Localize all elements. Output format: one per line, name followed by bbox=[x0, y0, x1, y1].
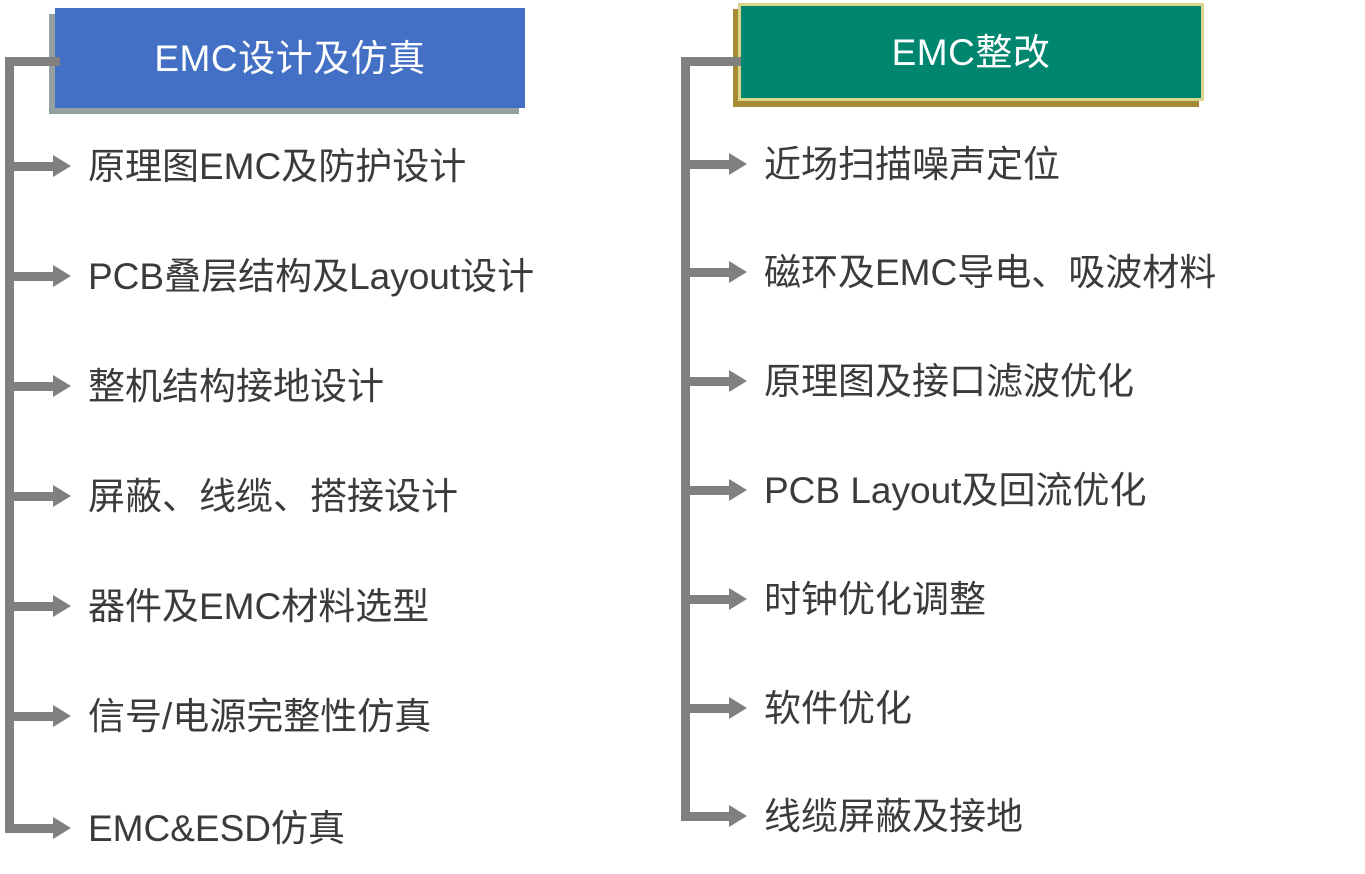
right-trunk-spine bbox=[681, 57, 690, 821]
branch-label: EMC&ESD仿真 bbox=[88, 807, 345, 849]
branch-label: 整机结构接地设计 bbox=[88, 365, 384, 407]
branch-row[interactable]: 整机结构接地设计 bbox=[14, 356, 384, 416]
header-box-emc-design-simulation[interactable]: EMC设计及仿真 bbox=[55, 8, 525, 108]
branch-row[interactable]: PCB Layout及回流优化 bbox=[690, 460, 1146, 520]
branch-label: 屏蔽、线缆、搭接设计 bbox=[88, 475, 458, 517]
branch-row[interactable]: EMC&ESD仿真 bbox=[14, 798, 345, 858]
arrow-right-icon bbox=[14, 161, 54, 171]
branch-row[interactable]: 器件及EMC材料选型 bbox=[14, 576, 429, 636]
header-title-emc-design-simulation: EMC设计及仿真 bbox=[154, 37, 426, 79]
branch-row[interactable]: 原理图及接口滤波优化 bbox=[690, 351, 1134, 411]
header-title-emc-rectification: EMC整改 bbox=[891, 31, 1051, 73]
arrow-right-icon bbox=[690, 485, 730, 495]
arrow-right-icon bbox=[690, 159, 730, 169]
branch-label: 磁环及EMC导电、吸波材料 bbox=[764, 251, 1217, 293]
arrow-right-icon bbox=[14, 491, 54, 501]
branch-row[interactable]: 磁环及EMC导电、吸波材料 bbox=[690, 242, 1216, 302]
left-trunk-elbow bbox=[5, 57, 60, 66]
branch-label: 原理图及接口滤波优化 bbox=[764, 360, 1134, 402]
arrow-right-icon bbox=[690, 703, 730, 713]
branch-label: PCB Layout及回流优化 bbox=[764, 469, 1147, 511]
arrow-right-icon bbox=[690, 267, 730, 277]
branch-label: 信号/电源完整性仿真 bbox=[88, 695, 432, 737]
branch-label: 线缆屏蔽及接地 bbox=[764, 795, 1023, 837]
branch-row[interactable]: 近场扫描噪声定位 bbox=[690, 134, 1060, 194]
arrow-right-icon bbox=[690, 811, 730, 821]
right-trunk-elbow bbox=[681, 57, 741, 66]
branch-row[interactable]: 线缆屏蔽及接地 bbox=[690, 786, 1023, 846]
arrow-right-icon bbox=[690, 376, 730, 386]
arrow-right-icon bbox=[14, 711, 54, 721]
arrow-right-icon bbox=[14, 601, 54, 611]
arrow-right-icon bbox=[690, 594, 730, 604]
branch-label: PCB叠层结构及Layout设计 bbox=[88, 255, 535, 297]
branch-label: 近场扫描噪声定位 bbox=[764, 143, 1060, 185]
arrow-right-icon bbox=[14, 823, 54, 833]
branch-row[interactable]: 时钟优化调整 bbox=[690, 569, 986, 629]
arrow-right-icon bbox=[14, 381, 54, 391]
branch-label: 时钟优化调整 bbox=[764, 578, 986, 620]
arrow-right-icon bbox=[14, 271, 54, 281]
branch-label: 原理图EMC及防护设计 bbox=[88, 145, 467, 187]
header-box-emc-rectification[interactable]: EMC整改 bbox=[738, 3, 1204, 101]
branch-row[interactable]: 原理图EMC及防护设计 bbox=[14, 136, 466, 196]
branch-row[interactable]: 软件优化 bbox=[690, 678, 912, 738]
branch-row[interactable]: PCB叠层结构及Layout设计 bbox=[14, 246, 534, 306]
left-trunk-spine bbox=[5, 57, 14, 833]
branch-label: 器件及EMC材料选型 bbox=[88, 585, 430, 627]
branch-row[interactable]: 信号/电源完整性仿真 bbox=[14, 686, 431, 746]
branch-row[interactable]: 屏蔽、线缆、搭接设计 bbox=[14, 466, 458, 526]
branch-label: 软件优化 bbox=[764, 687, 912, 729]
